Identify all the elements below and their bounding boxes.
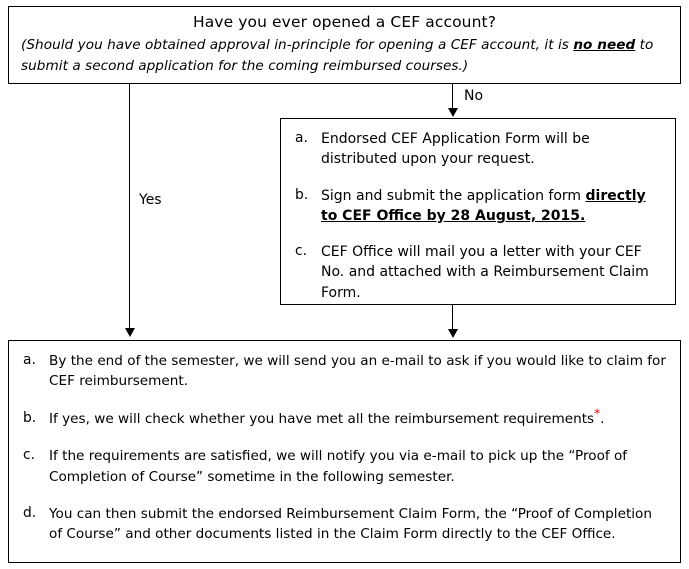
list-item-marker: b. [23, 409, 37, 426]
no-connector-line-top [452, 84, 453, 109]
list-item-text: CEF Office will mail you a letter with y… [321, 242, 661, 303]
list-item-marker: c. [23, 447, 35, 464]
list-item: a. By the end of the semester, we will s… [23, 351, 666, 392]
list-item-text: If yes, we will check whether you have m… [49, 406, 666, 429]
question-note-emphasis: no need [573, 36, 636, 53]
required-asterisk-icon: * [594, 406, 601, 421]
list-item-emphasis: directly to CEF Office by 28 August, 201… [321, 187, 646, 224]
list-item: b. If yes, we will check whether you hav… [23, 406, 666, 429]
no-branch-box: a. Endorsed CEF Application Form will be… [280, 118, 676, 305]
no-branch-item-list: a. Endorsed CEF Application Form will be… [295, 129, 661, 303]
list-item: b. Sign and submit the application form … [295, 186, 661, 227]
list-item-text-part1: Endorsed CEF Application Form will be di… [321, 131, 590, 168]
list-item-text-part1: You can then submit the endorsed Reimbur… [49, 505, 652, 543]
question-note-part2: to submit a second application for the c… [21, 36, 654, 74]
no-edge-label: No [464, 88, 484, 104]
list-item-marker: d. [23, 504, 37, 521]
list-item-text-part1: CEF Office will mail you a letter with y… [321, 244, 649, 301]
list-item: c. CEF Office will mail you a letter wit… [295, 242, 661, 303]
list-item: d. You can then submit the endorsed Reim… [23, 504, 666, 545]
list-item-text-part1: If yes, we will check whether you have m… [49, 410, 595, 427]
list-item-text: You can then submit the endorsed Reimbur… [49, 504, 666, 545]
list-item: a. Endorsed CEF Application Form will be… [295, 129, 661, 170]
question-note-part1: (Should you have obtained approval in-pr… [21, 36, 574, 53]
list-item-marker: b. [295, 186, 309, 203]
yes-connector-line [129, 84, 130, 329]
list-item-text-part1: By the end of the semester, we will send… [49, 353, 666, 390]
list-item-marker: a. [295, 130, 308, 146]
list-item-text-part2: . [600, 410, 605, 427]
list-item-text: Sign and submit the application form dir… [321, 186, 661, 227]
list-item: c. If the requirements are satisfied, we… [23, 446, 666, 487]
no-arrowhead-icon-bottom [448, 329, 458, 338]
final-item-list: a. By the end of the semester, we will s… [23, 351, 666, 545]
question-title: Have you ever opened a CEF account? [192, 13, 497, 31]
list-item-marker: a. [23, 352, 36, 368]
list-item-text: Endorsed CEF Application Form will be di… [321, 129, 661, 170]
yes-edge-label: Yes [139, 192, 162, 208]
list-item-marker: c. [295, 243, 307, 260]
yes-arrowhead-icon [125, 328, 135, 337]
question-note: (Should you have obtained approval in-pr… [21, 35, 668, 77]
question-box: Have you ever opened a CEF account? (Sho… [8, 6, 681, 84]
list-item-text-part1: Sign and submit the application form [321, 187, 586, 204]
no-connector-line-bottom [452, 305, 453, 330]
list-item-text-part1: If the requirements are satisfied, we wi… [49, 448, 628, 485]
final-outcome-box: a. By the end of the semester, we will s… [8, 340, 681, 563]
list-item-text: If the requirements are satisfied, we wi… [49, 446, 666, 487]
list-item-text: By the end of the semester, we will send… [49, 351, 666, 392]
no-arrowhead-icon-top [448, 108, 458, 117]
